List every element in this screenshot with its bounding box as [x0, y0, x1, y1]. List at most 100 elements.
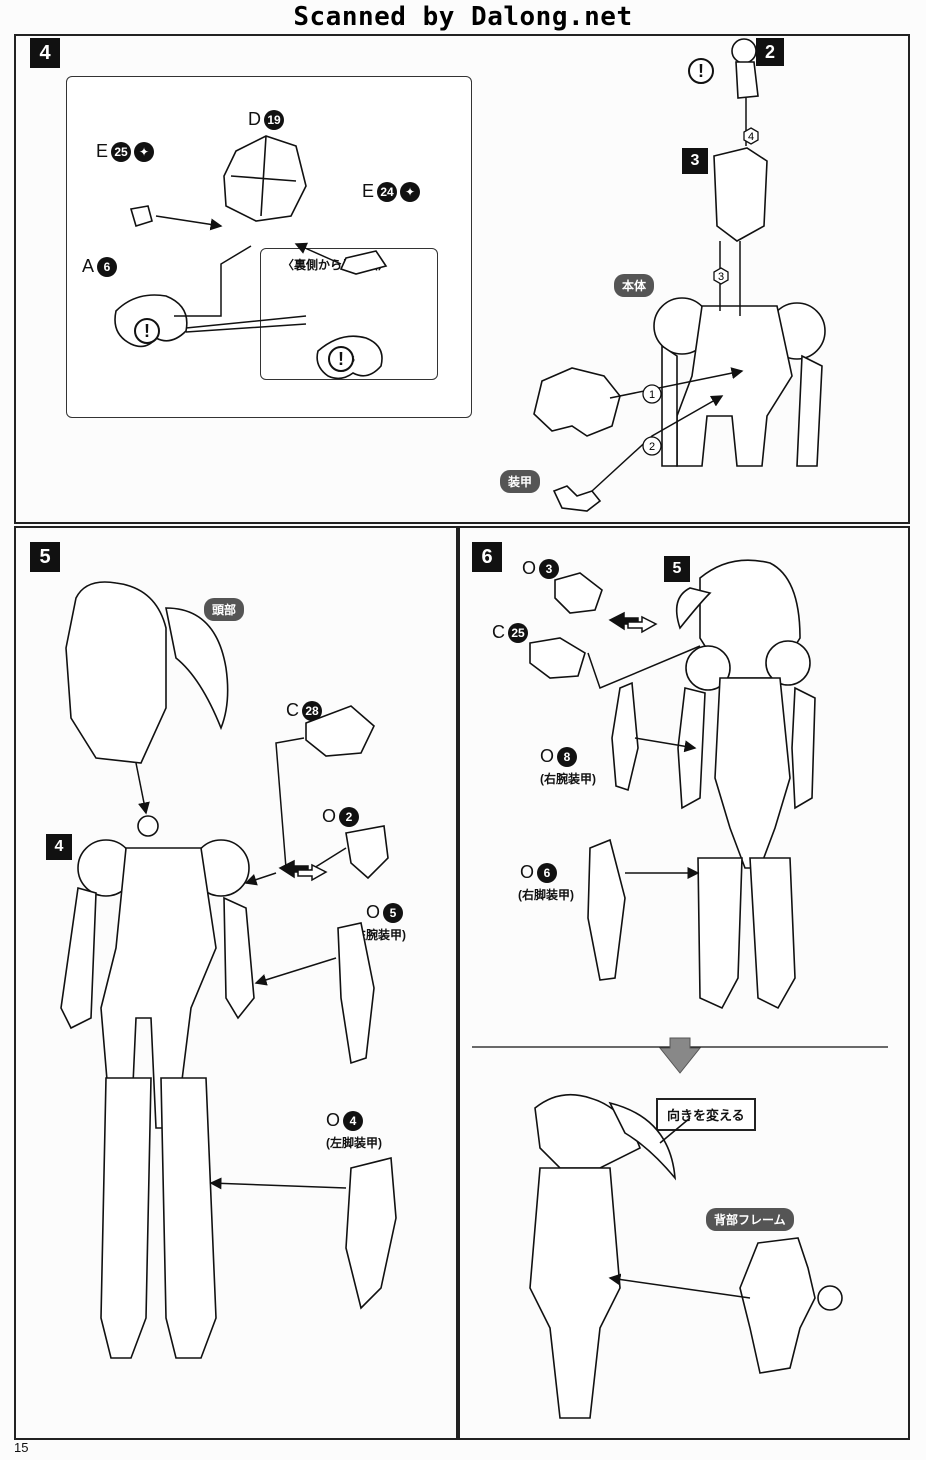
order-label-2: 2: [649, 441, 655, 453]
callout-part-2: 2: [756, 38, 784, 66]
note-turn-around: 向きを変える: [656, 1098, 756, 1131]
part-number-badge: 24: [377, 181, 398, 202]
hair-tail-shape: [675, 587, 712, 630]
c25-part-shape: [529, 637, 586, 679]
part-letter: E: [96, 141, 109, 161]
step6-number: 6: [472, 542, 502, 572]
part-number-badge: 2: [339, 806, 360, 827]
tag-body: 本体: [614, 274, 655, 297]
part-letter: E: [362, 181, 375, 201]
step6-ref-number: 5: [664, 556, 690, 582]
down-arrow-icon: [658, 1037, 702, 1074]
part-letter: C: [286, 700, 299, 720]
rear-hair-shape: [608, 1101, 677, 1181]
step6-figure-art: [472, 559, 888, 1419]
part-a6: A 6: [82, 256, 118, 277]
part-letter: O: [366, 902, 381, 922]
neck-ball-shape: [137, 815, 159, 837]
part-number-badge: 3: [539, 558, 560, 579]
back-frame-shape: [739, 1237, 816, 1374]
front-armor-shape: [533, 367, 621, 437]
torso-shape: [714, 677, 791, 869]
step4-subassembly-art: A6: [114, 135, 388, 380]
part-letter: C: [492, 622, 505, 642]
o8-part-shape: [611, 681, 639, 792]
c28-part-shape: [305, 705, 375, 757]
o4-part-shape: [345, 1156, 397, 1310]
right-shoulder-shape: [765, 640, 811, 686]
left-arm-shape: [60, 886, 97, 1030]
part-c28: C 28: [286, 700, 322, 721]
neck-ball-shape: [731, 38, 757, 64]
order-label-1: 1: [649, 389, 655, 401]
warning-icon: !: [134, 318, 160, 344]
left-shoulder-shape: [685, 645, 731, 691]
head-shape: [65, 581, 167, 764]
swap-arrow-icon: [608, 611, 639, 631]
o6-part-shape: [587, 838, 626, 981]
paint-icon: ✦: [400, 181, 421, 202]
part-o5: O 5: [366, 902, 404, 923]
paint-icon: ✦: [134, 141, 155, 162]
swap-arrow-icon: [297, 863, 328, 882]
neck-part-shape: [735, 61, 759, 99]
right-arm-shape: [223, 896, 255, 1020]
part-o6-sublabel: (右脚装甲): [518, 888, 574, 902]
part-o8-sublabel: (右腕装甲): [540, 772, 596, 786]
page-number: 15: [14, 1440, 29, 1455]
part-o6: O 6: [520, 862, 558, 883]
tag-head: 頭部: [204, 598, 245, 621]
swap-arrow-icon: [627, 615, 658, 634]
part-letter: O: [322, 806, 337, 826]
part-number-badge: 8: [557, 746, 578, 767]
e24-part-shape: [339, 250, 388, 275]
step5-figure-art: [60, 581, 397, 1359]
part-e24: E 24 ✦: [362, 181, 421, 202]
torso-shape: [100, 847, 217, 1129]
step6-panel: 6 5 O 3 C 25 O 8 (右腕装甲) O 6 (右脚装甲) 向きを変え…: [458, 526, 910, 1440]
part-d19: D 19: [248, 109, 284, 130]
part-c25: C 25: [492, 622, 528, 643]
part-number-badge: 6: [537, 862, 558, 883]
part-letter: O: [326, 1110, 341, 1130]
armor-part-shape: [552, 485, 602, 512]
rear-body-shape: [529, 1167, 621, 1419]
e25-part-shape: [129, 205, 153, 228]
part-number-badge: 4: [343, 1110, 364, 1131]
order-label-3: 3: [718, 271, 724, 283]
rear-head-shape: [534, 1093, 642, 1169]
part-o4: O 4: [326, 1110, 364, 1131]
part-number-badge: 5: [383, 902, 404, 923]
hair-tail-shape: [165, 607, 229, 731]
part-number-badge: 19: [264, 109, 284, 130]
o5-part-shape: [337, 922, 375, 1065]
watermark: Scanned by Dalong.net: [293, 2, 633, 32]
left-leg-shape: [100, 1077, 152, 1359]
part-letter: D: [248, 109, 261, 129]
part-letter: O: [540, 746, 555, 766]
callout-part-3: 3: [682, 148, 708, 174]
step5-number: 5: [30, 542, 60, 572]
part-o4-sublabel: (左脚装甲): [326, 1136, 382, 1150]
order-label-4: 4: [748, 131, 754, 143]
part-number-badge: 28: [302, 700, 322, 721]
part-number-badge: 25: [111, 141, 132, 162]
part-letter: O: [520, 862, 535, 882]
right-leg-shape: [697, 857, 743, 1010]
tag-back-frame: 背部フレーム: [706, 1208, 794, 1231]
step5-ref-number: 4: [46, 834, 72, 860]
step5-panel: 5 頭部 4 C 28 O 2 O 5 (左腕装甲) O 4 (左脚装甲): [14, 526, 458, 1440]
o3-part-shape: [554, 572, 603, 614]
step4-panel: 4 D 19 E 25 ✦ E 24 ✦ A 6 〈裏側から見た図〉: [14, 34, 910, 524]
warning-icon: !: [688, 58, 714, 84]
part-o3: O 3: [522, 558, 560, 579]
warning-icon: !: [328, 346, 354, 372]
part-e25: E 25 ✦: [96, 141, 155, 162]
right-leg-shape: [160, 1077, 217, 1359]
left-leg-shape: [749, 857, 796, 1010]
chest-part-shape: [713, 147, 768, 242]
part-number-badge: 6: [97, 256, 118, 277]
part-letter: A: [82, 256, 95, 276]
part-o2: O 2: [322, 806, 360, 827]
part-letter: O: [522, 558, 537, 578]
